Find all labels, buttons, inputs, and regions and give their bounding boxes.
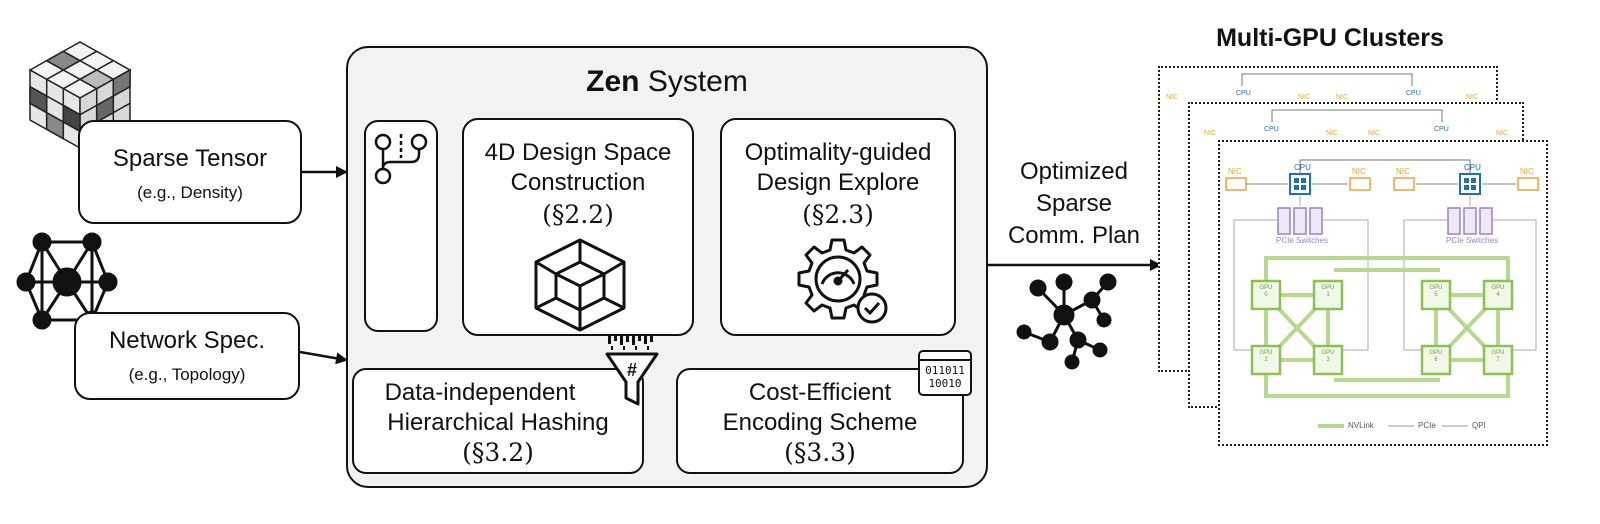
legend-qpi: QPI bbox=[1472, 421, 1486, 430]
network-spec-subtitle: (e.g., Topology) bbox=[128, 365, 246, 384]
design-explore-box: Optimality-guided Design Explore (§2.3) bbox=[720, 118, 956, 336]
zen-system-title: Zen System bbox=[348, 64, 986, 100]
sparse-plan-line3: Comm. Plan bbox=[1007, 222, 1141, 249]
encoding-line2: Encoding Scheme bbox=[722, 409, 918, 436]
cluster-topology bbox=[1225, 159, 1539, 428]
legend-nvlink: NVLink bbox=[1348, 421, 1374, 430]
design-space-section: (§2.2) bbox=[542, 200, 614, 229]
network-to-system-arrow bbox=[299, 350, 348, 365]
mid-nic-label-3: NIC bbox=[1368, 130, 1381, 137]
front-nic-label-3: NIC bbox=[1396, 167, 1410, 176]
zen-system-title-rest: System bbox=[639, 65, 748, 98]
hashing-section: (§3.2) bbox=[462, 438, 534, 467]
pcie-switches-label-2: PCIe Switches bbox=[1446, 236, 1499, 245]
binary-row-1: 011011 bbox=[925, 364, 965, 377]
back-cpu-label-1: CPU bbox=[1236, 90, 1251, 97]
binary-window-icon: 011011 10010 bbox=[918, 350, 972, 396]
network-topology-icon bbox=[16, 232, 118, 330]
network-spec-title: Network Spec. bbox=[108, 327, 266, 354]
pcie-switches-label-1: PCIe Switches bbox=[1276, 236, 1329, 245]
sparse-tensor-box: Sparse Tensor (e.g., Density) bbox=[78, 120, 302, 224]
design-space-line2: Construction bbox=[510, 169, 646, 196]
cluster-title: Multi-GPU Clusters bbox=[1216, 24, 1444, 52]
cluster-back-headers bbox=[1241, 73, 1443, 122]
design-explore-section: (§2.3) bbox=[802, 200, 874, 229]
hashing-line1: Data-independent bbox=[384, 379, 576, 406]
back-cpu-label-2: CPU bbox=[1406, 90, 1421, 97]
sparse-plan-line1: Optimized bbox=[1019, 158, 1129, 185]
network-spec-box: Network Spec. (e.g., Topology) bbox=[74, 312, 300, 400]
nic-cards bbox=[1225, 177, 1539, 191]
mid-nic-label-1: NIC bbox=[1204, 130, 1217, 137]
sparse-tensor-title: Sparse Tensor bbox=[112, 145, 268, 172]
front-nic-label-4: NIC bbox=[1520, 167, 1534, 176]
hypercube-icon bbox=[534, 238, 626, 332]
front-cpu-label-2: CPU bbox=[1464, 163, 1481, 172]
svg-text:#: # bbox=[627, 360, 637, 380]
legend-pcie: PCIe bbox=[1418, 421, 1436, 430]
front-nic-label-1: NIC bbox=[1228, 167, 1242, 176]
sparse-plan-graph-icon bbox=[1016, 273, 1117, 370]
gpu-chips bbox=[1250, 279, 1514, 376]
gear-gauge-icon bbox=[797, 238, 888, 324]
encoding-section: (§3.3) bbox=[784, 438, 856, 467]
scheme-selection-box: Scheme Selection bbox=[364, 120, 540, 332]
back-nic-label-4: NIC bbox=[1466, 94, 1479, 101]
binary-row-2: 10010 bbox=[928, 377, 962, 390]
hashing-line2: Hierarchical Hashing bbox=[387, 409, 609, 436]
back-nic-label-1: NIC bbox=[1166, 94, 1179, 101]
scheme-fork-icon bbox=[374, 133, 428, 185]
mid-nic-label-4: NIC bbox=[1496, 130, 1509, 137]
front-cpu-label-1: CPU bbox=[1294, 163, 1311, 172]
encoding-line1: Cost-Efficient bbox=[748, 379, 892, 406]
hash-funnel-icon: # bbox=[605, 336, 659, 406]
mid-cpu-label-2: CPU bbox=[1434, 126, 1449, 133]
design-explore-line1: Optimality-guided bbox=[744, 139, 932, 166]
design-explore-line2: Design Explore bbox=[756, 169, 920, 196]
back-nic-label-2: NIC bbox=[1298, 94, 1311, 101]
sparse-tensor-subtitle: (e.g., Density) bbox=[137, 183, 243, 202]
front-nic-label-2: NIC bbox=[1352, 167, 1366, 176]
zen-system-title-bold: Zen bbox=[586, 65, 640, 98]
back-nic-label-3: NIC bbox=[1336, 94, 1349, 101]
design-space-line1: 4D Design Space bbox=[484, 139, 672, 166]
design-space-box: 4D Design Space Construction (§2.2) bbox=[462, 118, 694, 336]
encoding-box: Cost-Efficient Encoding Scheme (§3.3) bbox=[676, 368, 964, 474]
mid-nic-label-2: NIC bbox=[1326, 130, 1339, 137]
mid-cpu-label-1: CPU bbox=[1264, 126, 1279, 133]
sparse-plan-label: Optimized Sparse Comm. Plan bbox=[992, 156, 1156, 252]
hashing-box: Data-independent Hierarchical Hashing (§… bbox=[352, 368, 644, 474]
sparse-plan-line2: Sparse bbox=[1035, 190, 1113, 217]
pcie-switch-blocks bbox=[1277, 207, 1493, 235]
